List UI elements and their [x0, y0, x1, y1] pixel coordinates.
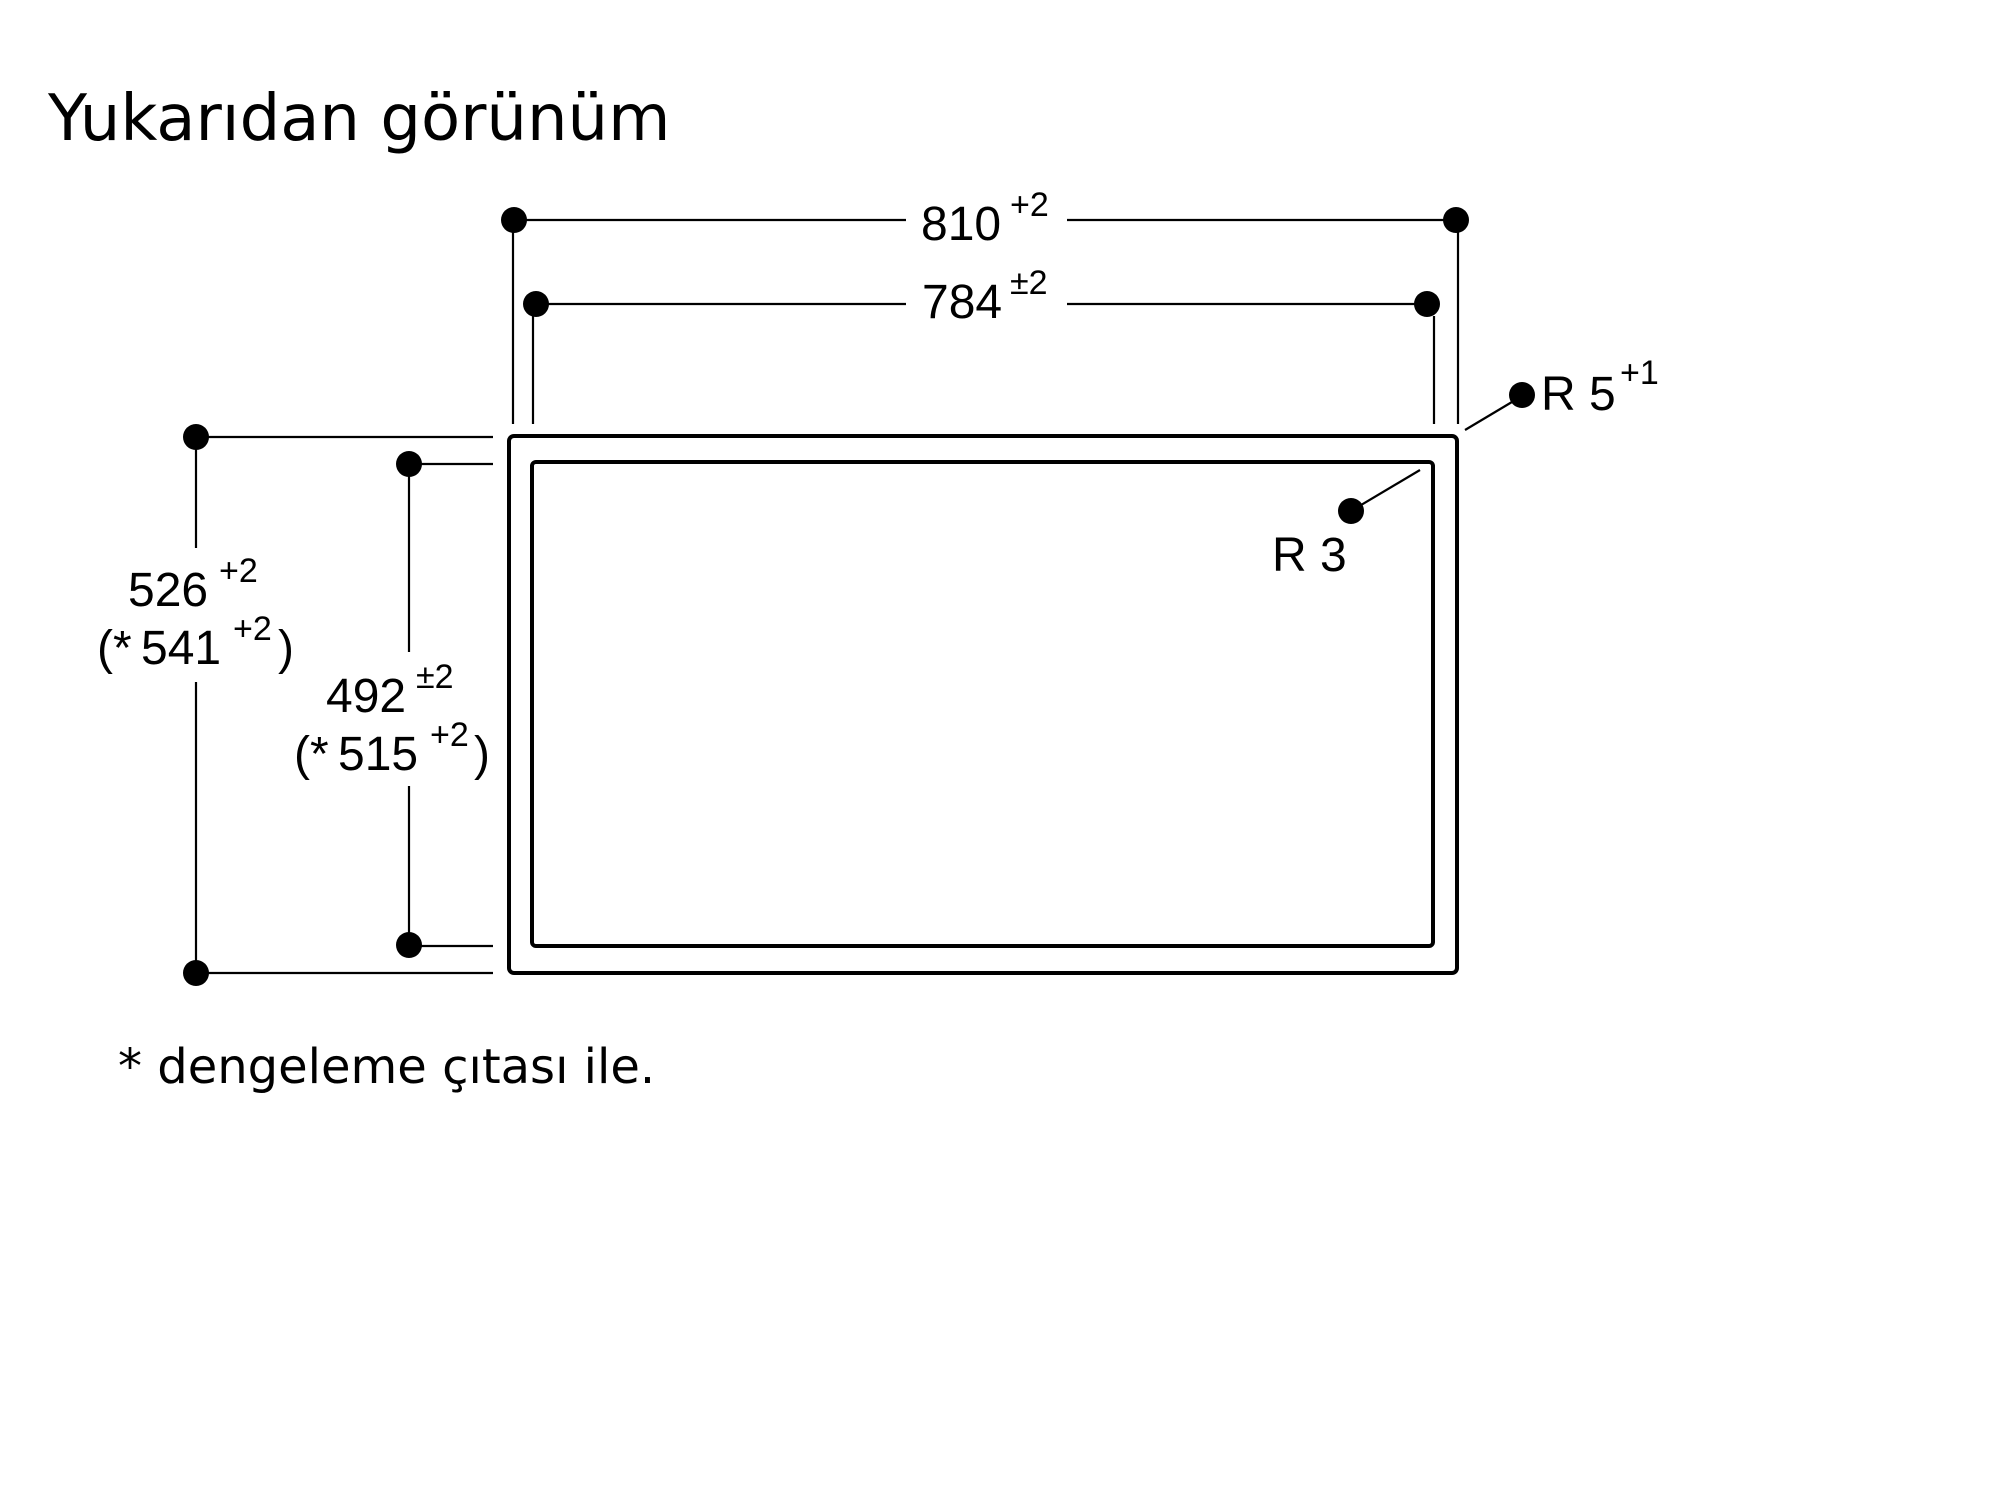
outer-height-tolerance: +2 [219, 552, 258, 590]
inner-width-value: 784 [922, 276, 1002, 329]
inner-width-dot-right [1414, 291, 1440, 317]
dimension-outer-height: 526 +2 (* 541 +2 ) [97, 424, 493, 986]
dimension-outer-radius: R 5 +1 [1464, 354, 1659, 431]
dimension-outer-width: 810 +2 [501, 186, 1469, 424]
outer-height-alt-prefix: (* [97, 622, 132, 675]
outer-radius-tolerance: +1 [1620, 354, 1659, 392]
outer-radius-value: R 5 [1541, 368, 1616, 421]
outer-radius-dot [1509, 382, 1535, 408]
footnote: * dengeleme çıtası ile. [118, 1039, 655, 1095]
outer-width-value: 810 [921, 198, 1001, 251]
outer-cutout-outline [507, 434, 1459, 975]
dimension-inner-width: 784 ±2 [523, 264, 1440, 424]
inner-height-alt-prefix: (* [294, 728, 329, 781]
outer-height-alt-suffix: ) [278, 622, 294, 675]
inner-height-alt-suffix: ) [474, 728, 490, 781]
inner-width-tolerance: ±2 [1010, 264, 1048, 302]
outer-width-tolerance: +2 [1010, 186, 1049, 224]
inner-height-tolerance: ±2 [416, 658, 454, 696]
inner-height-alt-value: 515 [338, 728, 418, 781]
outer-height-alt-tolerance: +2 [233, 610, 272, 648]
inner-radius-leader [1350, 469, 1421, 512]
inner-width-dot-left [523, 291, 549, 317]
inner-height-value: 492 [326, 670, 406, 723]
page-title: Yukarıdan görünüm [47, 82, 670, 156]
inner-radius-dot [1338, 498, 1364, 524]
dimension-inner-radius: R 3 [1272, 469, 1421, 582]
outer-width-dot-right [1443, 207, 1469, 233]
outer-width-dot-left [501, 207, 527, 233]
outer-height-value: 526 [128, 564, 208, 617]
inner-height-alt-tolerance: +2 [430, 716, 469, 754]
dimension-inner-height: 492 ±2 (* 515 +2 ) [294, 451, 493, 958]
inner-radius-value: R 3 [1272, 529, 1347, 582]
outer-height-alt-value: 541 [141, 622, 221, 675]
inner-cutout-outline [530, 460, 1435, 948]
